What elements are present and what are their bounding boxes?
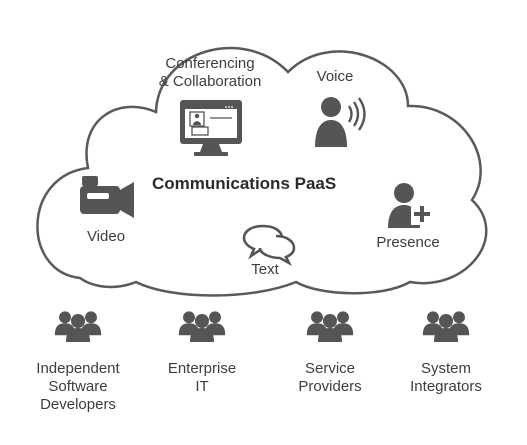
group-icon (307, 311, 353, 342)
presence-icon (388, 183, 433, 228)
voice-icon (315, 97, 366, 147)
audience-label-isv: Independent Software Developers (36, 360, 120, 413)
audience-label-service-providers: Service Providers (298, 360, 362, 395)
conferencing-label: Conferencing & Collaboration (158, 55, 262, 90)
presence-label: Presence (376, 234, 440, 251)
cloud-shape (36, 46, 488, 297)
group-icon (55, 311, 101, 342)
video-camera-icon (80, 176, 134, 218)
video-label: Video (86, 228, 126, 245)
group-icon (179, 311, 225, 342)
text-label: Text (251, 261, 279, 278)
diagram-title: Communications PaaS (152, 174, 337, 193)
audience-label-enterprise-it: Enterprise IT (167, 360, 237, 395)
group-icon (423, 311, 469, 342)
monitor-icon (180, 100, 242, 156)
chat-bubbles-icon (242, 224, 296, 267)
audience-label-system-integrators: System Integrators (410, 360, 482, 395)
voice-label: Voice (316, 68, 354, 85)
